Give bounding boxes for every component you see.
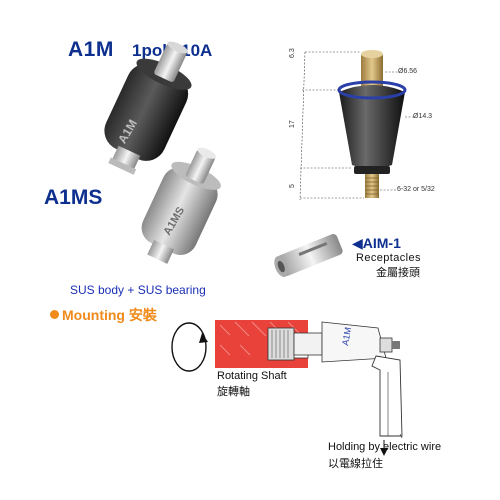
rotating-shaft-label: Rotating Shaft xyxy=(217,370,287,382)
mounting-heading: Mounting 安裝 xyxy=(62,305,157,325)
product-title-a1m: A1M xyxy=(68,38,114,61)
a1ms-product-image xyxy=(141,147,221,264)
mounting-title: Mounting xyxy=(62,307,125,323)
product-title-a1ms: A1MS xyxy=(44,186,103,209)
a1m-product-image xyxy=(104,41,192,175)
receptacle-image xyxy=(274,234,343,278)
receptacle-label: Receptacles xyxy=(356,252,421,264)
rotating-shaft-label-cn: 旋轉軸 xyxy=(217,386,250,398)
receptacle-label-cn: 金屬接頭 xyxy=(376,267,420,279)
dim-thread: 6-32 or 5/32 xyxy=(397,186,435,193)
dim-top: 6.3 xyxy=(289,48,296,58)
bullet-icon xyxy=(50,310,59,319)
mounting-title-cn: 安裝 xyxy=(128,307,157,323)
dimension-drawing xyxy=(299,50,415,201)
holding-label: Holding by electric wire xyxy=(328,441,442,453)
mounting-diagram xyxy=(171,320,403,456)
holding-label-cn: 以電線拉住 xyxy=(328,458,383,470)
dim-dia-small: Ø6.56 xyxy=(398,68,418,75)
mounting-device-engraving: A1M xyxy=(340,326,353,346)
dim-dia-large: Ø14.3 xyxy=(413,113,433,120)
materials-note: SUS body + SUS bearing xyxy=(70,283,206,297)
dim-body-height: 17 xyxy=(289,120,296,128)
receptacle-code: ◀AIM-1 xyxy=(352,235,401,251)
dim-bottom: 5 xyxy=(289,184,296,188)
